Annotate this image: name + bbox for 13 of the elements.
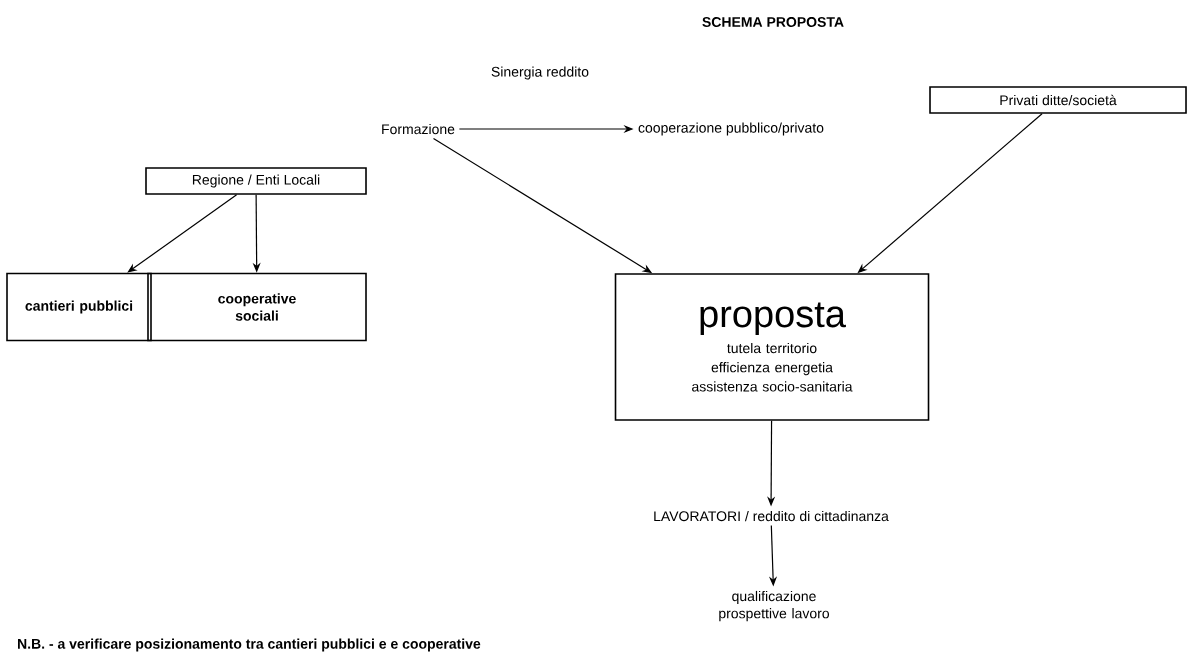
node-text: cooperazione pubblico/privato — [638, 122, 824, 136]
process-box: Privati ditte/società — [929, 86, 1187, 114]
process-box: Regione / Enti Locali — [145, 167, 367, 195]
process-box: cantieri pubblici — [6, 272, 152, 342]
note-text: N.B. - a verificare posizionamento tra cantieri pubblici e e cooperative — [18, 638, 481, 652]
process-box: proposta tutela territorio efficienza energetia assistenza socio-sanitaria — [614, 273, 930, 421]
arrow — [127, 194, 238, 273]
label-text: Sinergia reddito — [491, 66, 589, 80]
node-text: Formazione — [382, 123, 455, 135]
title: SCHEMA PROPOSTA — [702, 17, 844, 27]
node-text: qualificazione prospettive lavoro — [719, 590, 829, 622]
process-box: cooperative sociali — [147, 272, 367, 342]
node-text: LAVORATORI / reddito di cittadinanza — [654, 510, 889, 522]
